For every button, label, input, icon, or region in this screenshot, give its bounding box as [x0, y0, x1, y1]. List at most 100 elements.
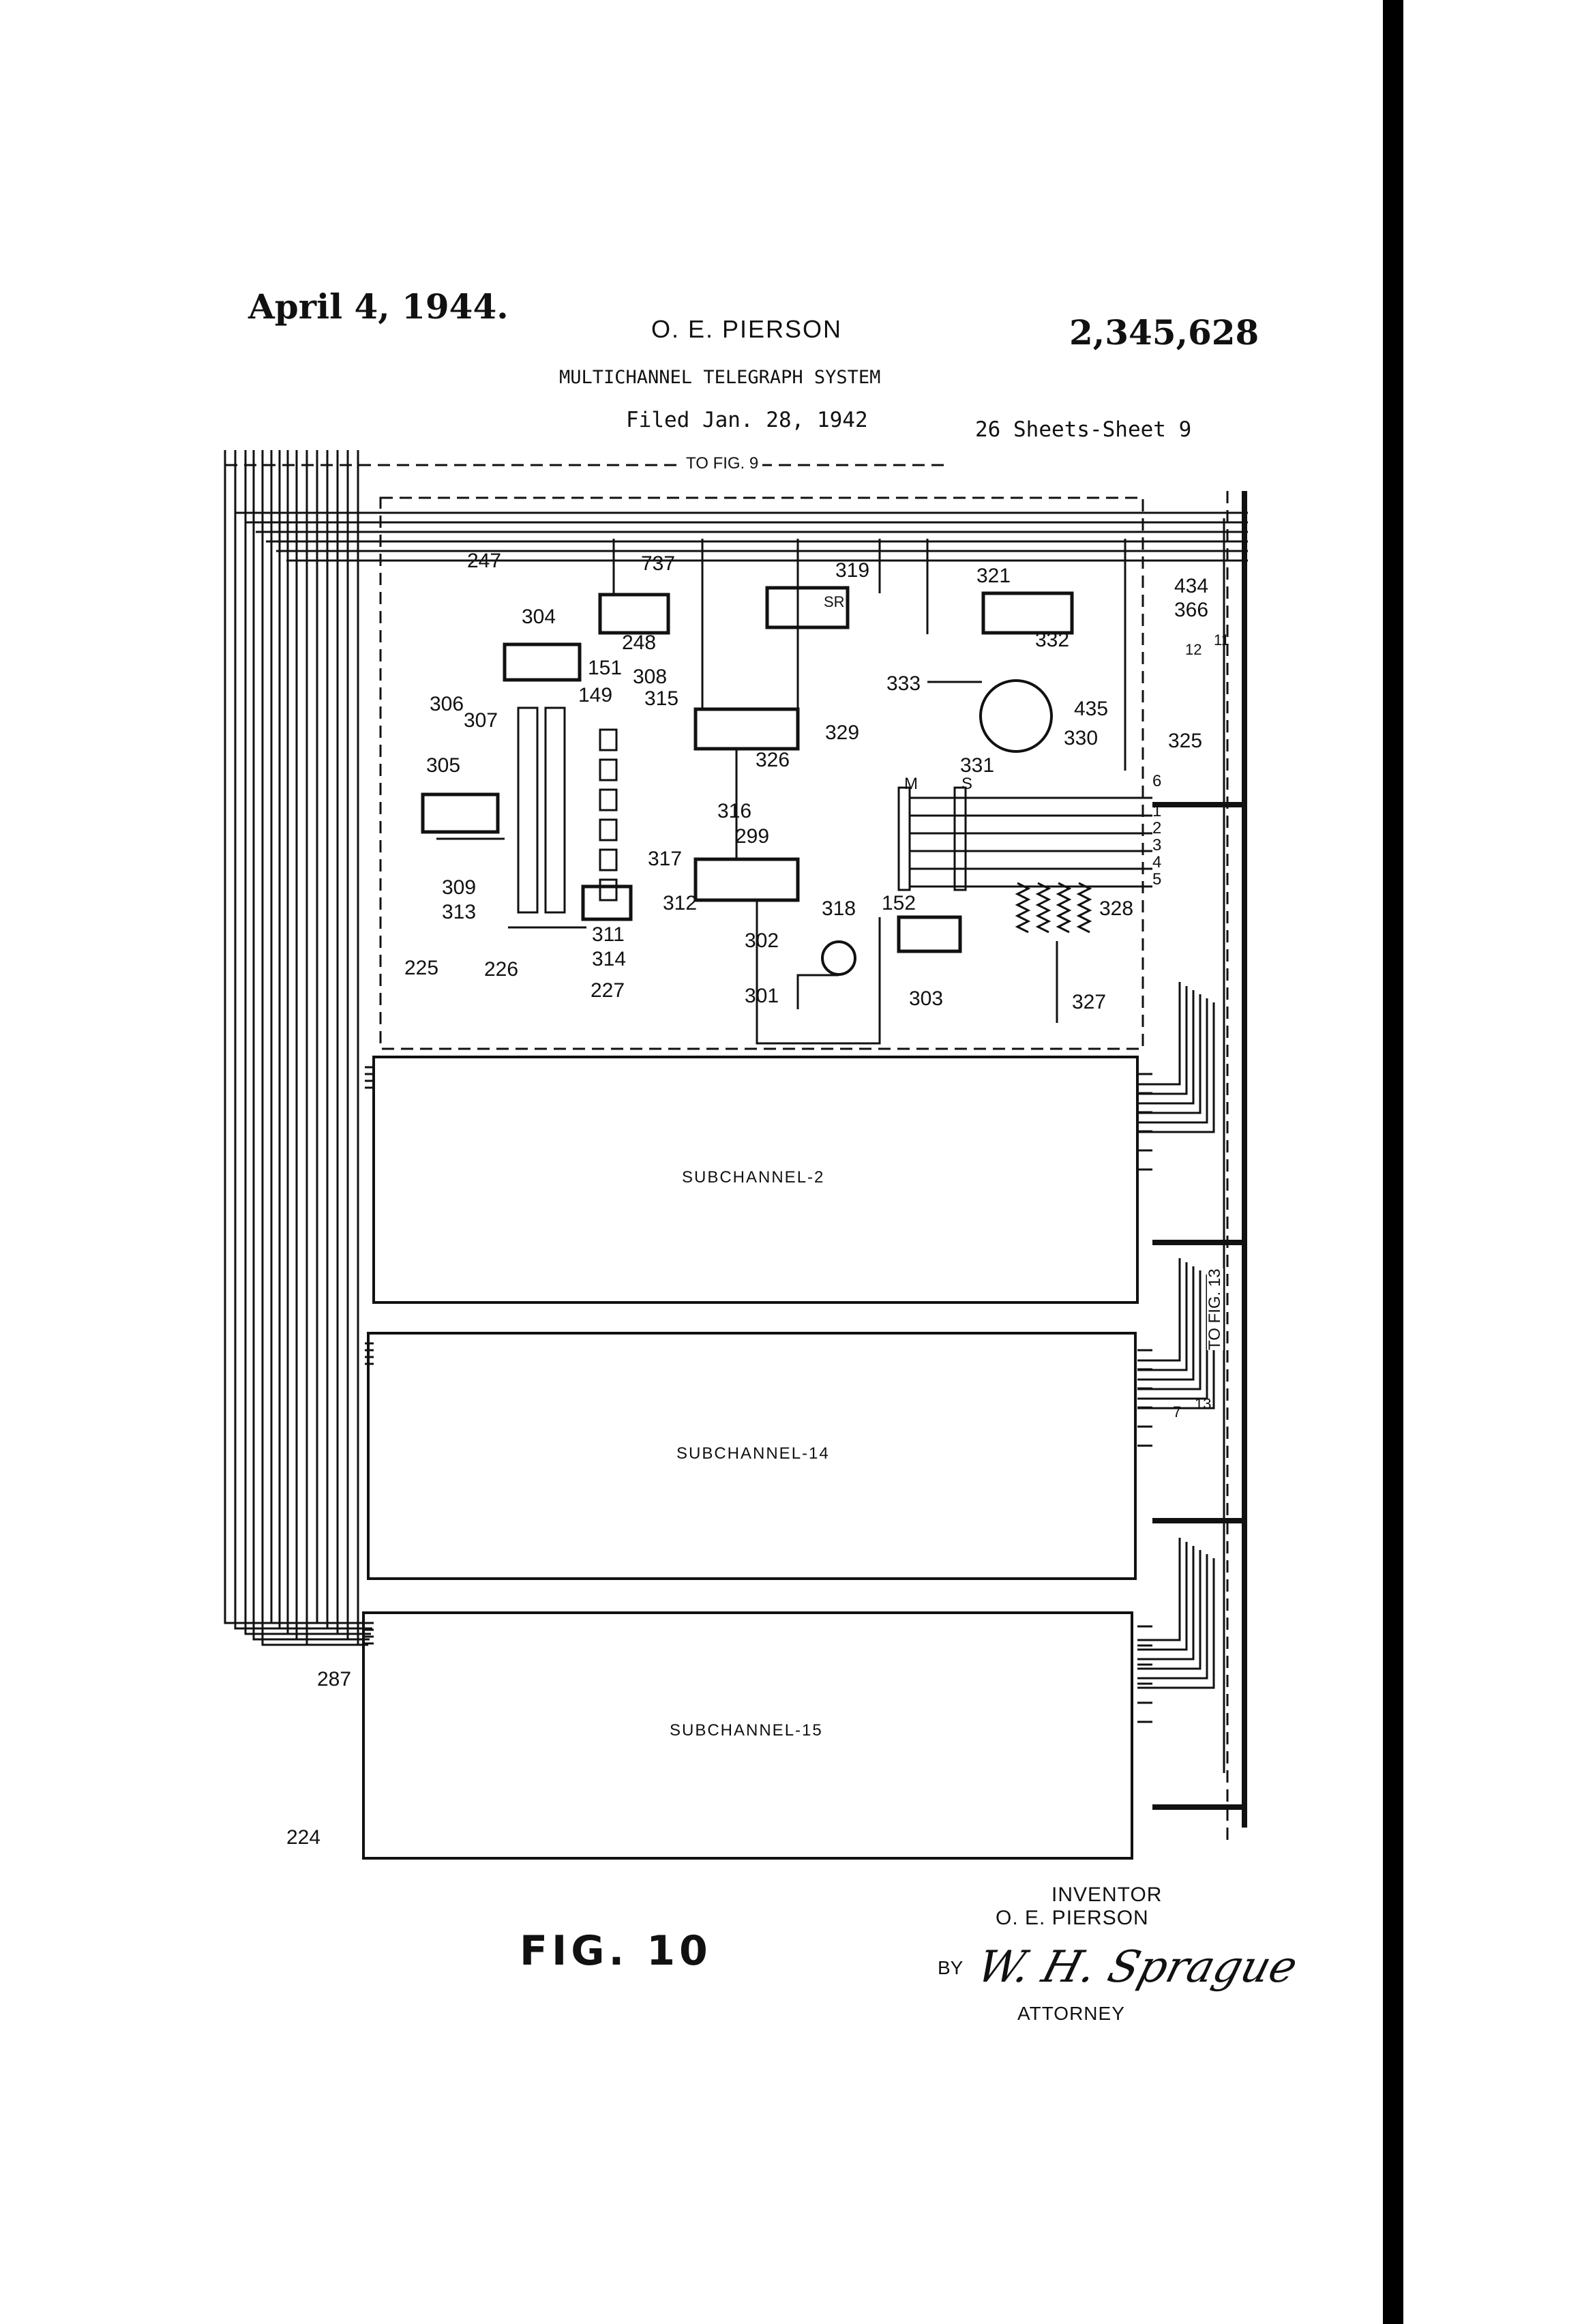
subchannel-output-wire [1137, 1538, 1181, 1641]
left-bus-wire [234, 450, 372, 1630]
subchannel-output-wire [1137, 986, 1188, 1095]
contact-cell [599, 818, 618, 841]
left-bus-wire [305, 450, 361, 1646]
ref-247: 247 [467, 550, 502, 572]
left-bus-wire [278, 450, 365, 1630]
ref-wire-7: 7 [1173, 1403, 1182, 1420]
left-bus-wire [316, 450, 360, 1624]
ref-304: 304 [522, 606, 556, 628]
inventor-heading: INVENTOR [1051, 1883, 1163, 1906]
ref-s: S [961, 775, 973, 793]
ref-321: 321 [976, 565, 1011, 587]
relay-248 [598, 593, 670, 635]
ref-305: 305 [426, 754, 461, 777]
ref-248: 248 [622, 631, 657, 654]
left-bus-wire [336, 450, 357, 1635]
ref-314: 314 [592, 948, 627, 970]
ref-307: 307 [464, 709, 498, 732]
left-bus-wire [326, 450, 359, 1630]
subchannel-output-wire [1137, 1546, 1195, 1660]
relay-pair-326 [693, 707, 800, 751]
resistor-328 [1056, 882, 1072, 934]
subchannel-1-dashed-enclosure [379, 496, 1144, 1050]
left-bus-wire [270, 450, 367, 1624]
ref-435: 435 [1074, 698, 1109, 720]
ref-226: 226 [484, 958, 519, 981]
ref-11: 11 [1214, 631, 1229, 649]
ref-309: 309 [442, 876, 477, 899]
subchannel-output-wire [1137, 1266, 1195, 1381]
ref-sr: SR [824, 593, 845, 610]
subchannel-output-wire [1137, 990, 1195, 1105]
subchannel-output-wire [1137, 994, 1202, 1114]
ref-313: 313 [442, 901, 477, 923]
subchannel-output-wire [1137, 982, 1181, 1086]
subchannel-output-wire [1137, 1262, 1188, 1371]
ref-434: 434 [1174, 575, 1209, 597]
ref-wire-13: 13 [1195, 1395, 1212, 1412]
ref-152: 152 [882, 892, 916, 914]
ref-311: 311 [592, 923, 625, 946]
magnet-312 [581, 884, 633, 921]
ref-315: 315 [644, 687, 679, 710]
contact-cell [599, 728, 618, 751]
contact-bank-149 [517, 706, 539, 914]
resistor-328 [1076, 882, 1092, 934]
ref-332: 332 [1035, 629, 1070, 651]
subchannel-output-wire [1137, 1558, 1215, 1689]
ref-331: 331 [960, 754, 995, 777]
left-bus-wire [244, 450, 371, 1635]
patent-number: 2,345,628 [1069, 312, 1259, 353]
circuit-wire [796, 974, 839, 1009]
relay-321 [981, 591, 1074, 635]
ref-wire-2: 2 [1152, 819, 1162, 837]
ref-225: 225 [404, 957, 439, 979]
ref-302: 302 [745, 929, 779, 952]
distributor-s [953, 786, 967, 891]
left-bus-wire [286, 450, 364, 1635]
ref-287: 287 [317, 1668, 352, 1690]
by-label: BY [938, 1957, 964, 1978]
subchannel-output-wire [1137, 1542, 1188, 1651]
inventor-header: O. E. PIERSON [651, 315, 843, 343]
subchannel-output-wire [1137, 1002, 1215, 1133]
relay-304 [503, 642, 582, 682]
ref-319: 319 [835, 559, 870, 582]
subchannel-output-wire [1137, 1270, 1202, 1390]
scan-edge-bar [1383, 0, 1403, 2324]
ref-12: 12 [1185, 641, 1202, 658]
footer-inventor-name: O. E. PIERSON [996, 1907, 1149, 1929]
ref-303: 303 [909, 987, 944, 1010]
resistor-328 [1035, 882, 1051, 934]
ref-316: 316 [717, 800, 752, 822]
distributor-m [897, 786, 911, 891]
ref-149: 149 [578, 684, 613, 706]
ref-wire-4: 4 [1152, 853, 1162, 872]
resistor-328 [1015, 882, 1031, 934]
left-bus-wire [346, 450, 356, 1641]
ref-737: 737 [641, 552, 676, 575]
ref-308: 308 [633, 666, 668, 688]
ref-wire-3: 3 [1152, 836, 1162, 854]
attorney-label: ATTORNEY [1017, 2003, 1125, 2024]
attorney-signature: W. H. Sprague [972, 1942, 1303, 1993]
left-bus-wire [295, 450, 363, 1641]
to-fig-9-label: TO FIG. 9 [682, 456, 763, 472]
subchannel-output-wire [1137, 998, 1208, 1124]
contact-cell [599, 758, 618, 781]
ref-328: 328 [1099, 897, 1134, 920]
subchannel-2-label: SUBCHANNEL-2 [682, 1168, 825, 1187]
relay-303 [897, 915, 962, 953]
relay-319 [765, 586, 850, 629]
ref-317: 317 [648, 848, 683, 870]
subchannel-2-box [372, 1056, 1139, 1304]
ref-227: 227 [591, 979, 625, 1002]
subchannel-output-wire [1137, 1550, 1202, 1670]
contact-cell [599, 788, 618, 811]
subchannel-14-label: SUBCHANNEL-14 [676, 1444, 830, 1463]
ref-299: 299 [735, 825, 770, 848]
ref-224: 224 [286, 1826, 321, 1849]
subchannel-15-label: SUBCHANNEL-15 [670, 1721, 823, 1740]
